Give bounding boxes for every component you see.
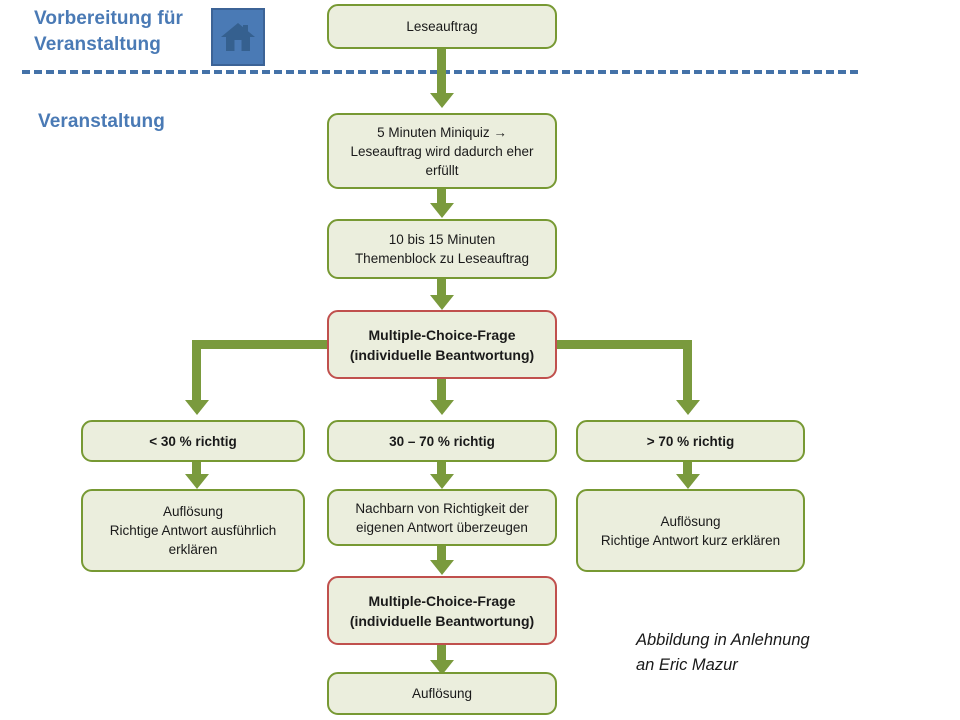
node-resolution-final[interactable]: Auflösung [327, 672, 557, 715]
node-branch-high[interactable]: > 70 % richtig [576, 420, 805, 462]
connector-mc2-to-resolution [437, 645, 446, 665]
connector-mc1-branch-right-vertical [683, 340, 692, 403]
connector-quiz-to-topic [437, 188, 446, 206]
section-label-event: Veranstaltung [38, 111, 165, 132]
connector-mc1-branch-right-horizontal [550, 340, 692, 349]
connector-outcome-mid-to-mc2 [437, 545, 446, 567]
connector-mc1-branch-left-horizontal [192, 340, 334, 349]
arrowhead-mc2-to-resolution [429, 660, 454, 675]
arrowhead-quiz-to-topic [429, 203, 454, 218]
arrowhead-branch-mid [429, 400, 454, 415]
node-branch-low[interactable]: < 30 % richtig [81, 420, 305, 462]
node-mc-question-1[interactable]: Multiple-Choice-Frage (individuelle Bean… [327, 310, 557, 379]
node-outcome-mid[interactable]: Nachbarn von Richtigkeit der eigenen Ant… [327, 489, 557, 546]
arrowhead-mid-to-outcome [429, 474, 454, 489]
connector-reading-to-quiz [437, 48, 446, 96]
connector-topic-to-mc1 [437, 278, 446, 298]
arrowhead-branch-high [675, 400, 700, 415]
node-outcome-high[interactable]: Auflösung Richtige Antwort kurz erklären [576, 489, 805, 572]
node-outcome-low[interactable]: Auflösung Richtige Antwort ausführlich e… [81, 489, 305, 572]
arrowhead-outcome-mid-to-mc2 [429, 560, 454, 575]
connector-high-to-outcome [683, 461, 692, 478]
arrowhead-high-to-outcome [675, 474, 700, 489]
node-reading-task[interactable]: Leseauftrag [327, 4, 557, 49]
node-miniquiz[interactable]: 5 Minuten Miniquiz → Leseauftrag wird da… [327, 113, 557, 189]
section-label-preparation: Vorbereitung für Veranstaltung [34, 8, 184, 55]
attribution-text: Abbildung in Anlehnung an Eric Mazur [636, 631, 810, 674]
house-icon [211, 8, 265, 66]
connector-low-to-outcome [192, 461, 201, 478]
connector-mid-to-outcome [437, 461, 446, 478]
arrowhead-low-to-outcome [184, 474, 209, 489]
arrowhead-topic-to-mc1 [429, 295, 454, 310]
connector-mc1-branch-left-vertical [192, 340, 201, 403]
connector-mc1-branch-center [437, 378, 446, 403]
node-topic-block[interactable]: 10 bis 15 Minuten Themenblock zu Leseauf… [327, 219, 557, 279]
node-mc-question-2[interactable]: Multiple-Choice-Frage (individuelle Bean… [327, 576, 557, 645]
arrowhead-branch-low [184, 400, 209, 415]
arrowhead-reading-to-quiz [429, 93, 454, 108]
node-branch-mid[interactable]: 30 – 70 % richtig [327, 420, 557, 462]
